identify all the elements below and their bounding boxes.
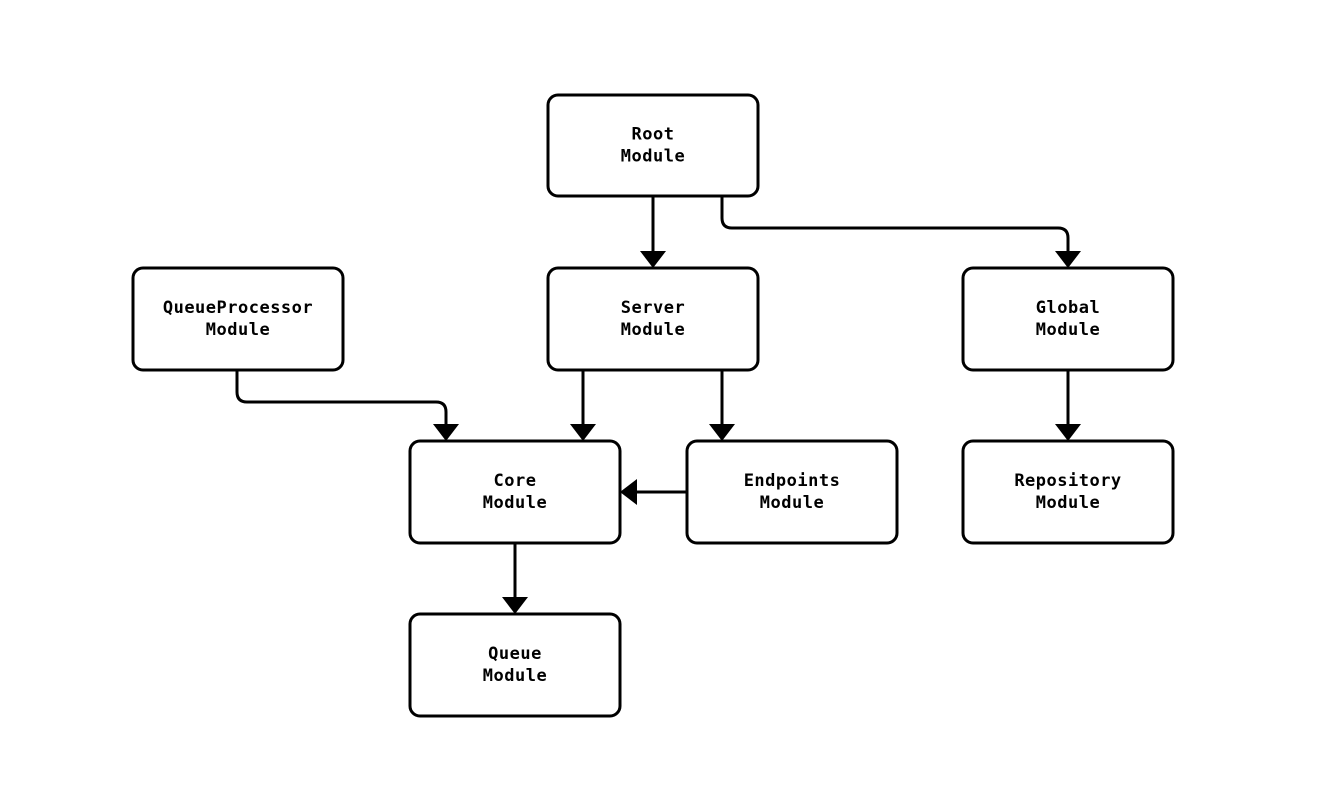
- node-box-endpoints[interactable]: [685, 439, 899, 545]
- edge-server-to-endpoints: [709, 370, 735, 441]
- edge-global-to-repository: [1055, 370, 1081, 441]
- edge-core-to-queue: [502, 543, 528, 614]
- node-label-line1-core: Core: [494, 471, 537, 491]
- node-label-line1-root: Root: [632, 125, 675, 145]
- node-box-root[interactable]: [546, 93, 760, 198]
- arrowhead-down: [1055, 424, 1081, 441]
- node-label-line1-server: Server: [621, 298, 685, 318]
- edge-queueprocessor-to-core: [235, 370, 459, 441]
- edge-root-to-server: [640, 196, 666, 268]
- arrowhead-down: [709, 424, 735, 441]
- node-label-line1-queue: Queue: [488, 644, 542, 664]
- edges-layer: [235, 196, 1081, 614]
- node-label-line2-server: Module: [621, 320, 685, 340]
- node-label-line2-queueprocessor: Module: [206, 320, 270, 340]
- arrowhead-left: [620, 479, 637, 505]
- arrowhead-down: [570, 424, 596, 441]
- node-label-line2-repository: Module: [1036, 493, 1100, 513]
- node-box-server[interactable]: [546, 266, 760, 372]
- edge-server-to-core: [570, 370, 596, 441]
- node-label-line1-queueprocessor: QueueProcessor: [163, 298, 313, 318]
- edge-line: [720, 196, 1070, 251]
- node-label-line1-repository: Repository: [1014, 471, 1121, 491]
- arrowhead-down: [433, 424, 459, 441]
- node-box-global[interactable]: [961, 266, 1175, 372]
- node-label-line2-root: Module: [621, 147, 685, 167]
- arrowhead-down: [1055, 251, 1081, 268]
- arrowhead-down: [640, 251, 666, 268]
- node-box-core[interactable]: [408, 439, 622, 545]
- edge-endpoints-to-core: [620, 479, 687, 505]
- node-box-queue[interactable]: [408, 612, 622, 718]
- edge-root-to-global: [720, 196, 1081, 268]
- arrowhead-down: [502, 597, 528, 614]
- node-label-line1-endpoints: Endpoints: [744, 471, 841, 491]
- node-label-line2-endpoints: Module: [760, 493, 824, 513]
- node-label-line2-global: Module: [1036, 320, 1100, 340]
- node-label-line2-queue: Module: [483, 666, 547, 686]
- node-label-line1-global: Global: [1036, 298, 1100, 318]
- node-box-queueprocessor[interactable]: [131, 266, 345, 372]
- node-label-line2-core: Module: [483, 493, 547, 513]
- edge-line: [235, 370, 448, 424]
- nodes-layer: RootModuleQueueProcessorModuleServerModu…: [131, 93, 1175, 718]
- node-box-repository[interactable]: [961, 439, 1175, 545]
